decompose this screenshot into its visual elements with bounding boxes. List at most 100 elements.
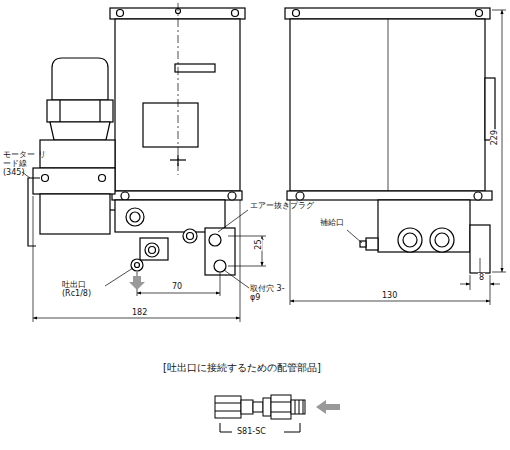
front-view-stroke xyxy=(126,208,144,226)
fitting-drawing-stroke xyxy=(215,403,241,404)
side-view-stroke xyxy=(296,192,304,200)
front-view-stroke xyxy=(209,234,221,246)
front-view-stroke xyxy=(33,196,34,322)
side-view-stroke xyxy=(430,228,454,252)
side-view-stroke xyxy=(293,10,300,17)
front-view-stroke xyxy=(149,247,156,254)
part-name: 補給口 xyxy=(320,218,344,227)
front-view-stroke xyxy=(232,10,239,17)
side-view-stroke xyxy=(490,275,491,305)
front-view-stroke xyxy=(112,191,242,200)
front-view-stroke xyxy=(33,168,115,194)
front-view-stroke xyxy=(110,8,245,19)
front-view-stroke xyxy=(224,270,249,288)
side-view-stroke xyxy=(347,230,362,243)
fitting-drawing-stroke xyxy=(299,400,300,414)
front-view-stroke xyxy=(47,100,113,122)
side-view-stroke xyxy=(403,233,417,247)
side-view-stroke xyxy=(476,10,483,17)
section-caption: [吐出口に接続するための配管部品] xyxy=(163,362,321,374)
front-view-stroke xyxy=(130,212,140,222)
front-view-stroke xyxy=(228,236,266,237)
front-view-stroke xyxy=(228,266,266,267)
front-view-stroke xyxy=(187,233,194,240)
side-view-stroke xyxy=(470,275,471,290)
fitting-drawing-stroke xyxy=(271,395,291,419)
front-view-stroke xyxy=(110,209,115,210)
lead-wire-note: モーター リード線 (345) xyxy=(3,150,47,178)
front-view-stroke xyxy=(129,276,145,290)
front-view-stroke xyxy=(135,263,140,268)
front-view-stroke xyxy=(178,3,179,175)
front-view-stroke xyxy=(137,293,220,294)
front-view-stroke xyxy=(50,122,110,140)
side-view-stroke xyxy=(435,233,449,247)
front-view-stroke xyxy=(131,259,143,271)
front-view-stroke xyxy=(99,175,106,182)
side-view-stroke xyxy=(480,258,481,273)
fitting-drawing-stroke xyxy=(271,412,291,413)
front-view-stroke xyxy=(28,178,40,246)
part-name: 取付穴 3-φ9 xyxy=(250,284,292,302)
front-view-stroke xyxy=(220,272,221,296)
fitting-drawing-stroke xyxy=(253,402,263,412)
fitting-drawing-stroke xyxy=(241,400,253,414)
front-view-stroke xyxy=(218,210,248,232)
side-view-stroke xyxy=(398,228,422,252)
fitting-drawing-stroke xyxy=(303,400,304,414)
dimension: 70 xyxy=(172,282,182,291)
front-view-stroke xyxy=(205,228,235,275)
side-view-stroke xyxy=(285,8,490,19)
side-view-stroke xyxy=(470,225,490,273)
fitting-drawing-stroke xyxy=(295,400,296,414)
front-view-stroke xyxy=(33,318,240,319)
fitting-drawing xyxy=(215,395,340,432)
front-view-stroke xyxy=(52,58,108,100)
front-view-stroke xyxy=(115,200,225,232)
side-view-stroke xyxy=(366,238,378,250)
front-view-stroke xyxy=(59,100,60,122)
dimension: 130 xyxy=(381,291,398,300)
fitting-drawing-stroke xyxy=(271,402,291,403)
side-view xyxy=(285,8,506,305)
side-view-stroke xyxy=(460,284,470,285)
front-view-stroke xyxy=(40,194,110,234)
part-number: S81-SC xyxy=(236,427,267,436)
fitting-drawing-stroke xyxy=(291,400,305,414)
side-view-stroke xyxy=(474,192,482,200)
front-view-stroke xyxy=(121,192,129,200)
side-view-stroke xyxy=(290,301,490,302)
fitting-drawing-stroke xyxy=(215,396,241,418)
dimension: 25 xyxy=(253,239,262,251)
side-view-stroke xyxy=(490,284,500,285)
front-view-stroke xyxy=(99,100,100,122)
dimension: 229 xyxy=(490,129,499,146)
front-view-stroke xyxy=(145,243,159,257)
front-view-stroke xyxy=(228,192,236,200)
side-view-stroke xyxy=(290,10,506,305)
dimension: 8 xyxy=(478,273,485,282)
part-name: エアー抜きプラグ xyxy=(250,201,314,210)
front-view-stroke xyxy=(143,103,198,147)
front-view-stroke xyxy=(40,140,115,168)
front-view-stroke xyxy=(42,175,49,182)
front-view-stroke xyxy=(115,19,240,191)
side-view-stroke xyxy=(290,19,485,191)
front-view-stroke xyxy=(240,200,241,322)
front-view-stroke xyxy=(183,229,197,243)
front-view-stroke xyxy=(105,268,133,286)
fitting-drawing-stroke xyxy=(263,398,271,416)
side-view-stroke xyxy=(492,10,506,11)
front-view-stroke xyxy=(140,238,168,260)
part-name: 吐出口 (Rc1/8) xyxy=(62,280,106,298)
front-view-stroke xyxy=(117,10,124,17)
side-view-stroke xyxy=(388,19,389,191)
side-view-stroke xyxy=(492,272,506,273)
side-view-stroke xyxy=(502,10,503,272)
front-view-stroke xyxy=(175,64,215,72)
dimension: 182 xyxy=(131,308,148,317)
side-view-stroke xyxy=(378,200,470,252)
front-view-stroke xyxy=(22,172,266,322)
